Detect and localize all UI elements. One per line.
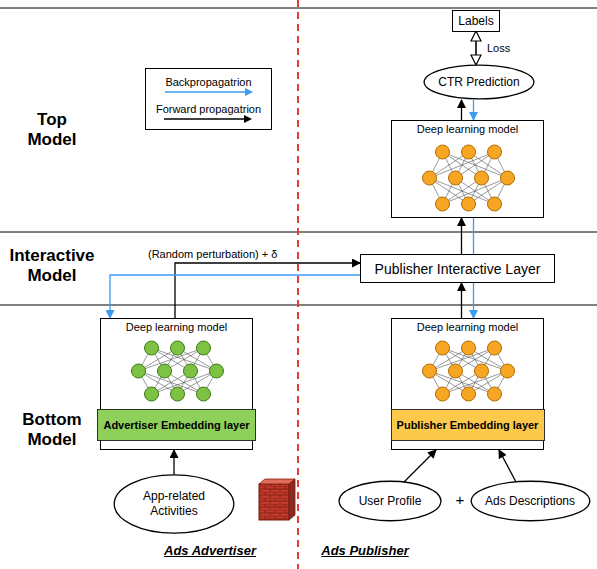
connector [473, 100, 474, 120]
node-text: Deep learning model [417, 321, 519, 333]
input-ellipse: User Profile [338, 480, 442, 522]
connector [173, 450, 174, 476]
legend-arrow [160, 115, 256, 123]
legend-text: Forward propagatrion [156, 103, 261, 115]
legend-text: Backpropagatrion [165, 76, 251, 88]
node-text: CTR Prediction [438, 75, 519, 89]
node-text: Advertiser Embedding layer [103, 419, 249, 431]
section-line [0, 8, 597, 9]
section-label: Interactive Model [4, 246, 100, 287]
connector [473, 283, 474, 318]
node-text: Publisher Embedding layer [397, 419, 539, 431]
embedding-box: Advertiser Embedding layer [97, 409, 256, 441]
model-box: Deep learning modelPublisher Embedding l… [391, 318, 544, 450]
connector [175, 263, 360, 318]
connector [461, 283, 462, 318]
party-divider [297, 0, 299, 569]
edge-label: (Random perturbation) + δ [147, 248, 278, 260]
node-text: Deep learning model [126, 321, 228, 333]
network-illustration [392, 121, 543, 217]
legend-arrow [161, 88, 257, 96]
legend-box: BackpropagatrionForward propagatrion [145, 68, 272, 130]
prediction-ellipse: CTR Prediction [423, 64, 535, 100]
section-label: Bottom Model [12, 410, 92, 451]
connector [461, 100, 462, 120]
node-text: Deep learning model [417, 123, 519, 135]
node-text: Labels [458, 14, 493, 28]
interactive-layer-box: Publisher Interactive Layer [360, 254, 555, 283]
node-text: Publisher Interactive Layer [375, 261, 541, 277]
model-box: Deep learning model [391, 120, 544, 218]
firewall-icon [259, 479, 295, 520]
edge-label: Loss [486, 42, 511, 54]
node-text: App-related Activities [134, 489, 214, 519]
label-box: Labels [452, 10, 500, 32]
input-ellipse: App-related Activities [113, 473, 235, 535]
embedding-box: Publisher Embedding layer [391, 409, 545, 441]
connector [461, 218, 462, 254]
connector [475, 32, 477, 64]
connector [110, 275, 360, 318]
node-text: User Profile [359, 494, 422, 508]
party-label: Ads Publisher [305, 543, 425, 558]
party-label: Ads Advertiser [150, 543, 270, 558]
model-box: Deep learning modelAdvertiser Embedding … [100, 318, 253, 450]
input-ellipse: Ads Descriptions [470, 480, 591, 522]
connector [499, 450, 516, 482]
plus-sign: + [450, 491, 470, 508]
connector [404, 450, 436, 482]
section-label: Top Model [12, 110, 92, 151]
node-text: Ads Descriptions [485, 494, 575, 508]
